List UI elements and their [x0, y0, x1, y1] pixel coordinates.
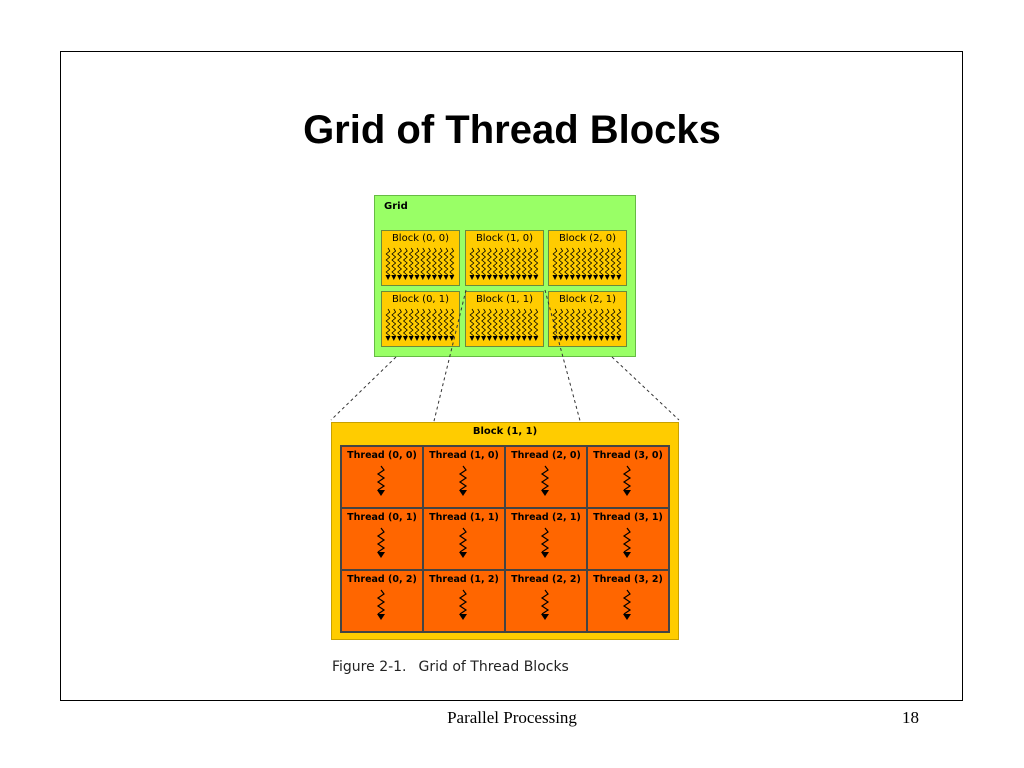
thread-glyphs-icon	[385, 247, 455, 280]
expanded-block-label: Block (1, 1)	[472, 426, 538, 437]
thread-arrow-icon	[622, 465, 632, 496]
grid-block-label: Block (1, 0)	[475, 233, 534, 244]
thread-label: Thread (1, 2)	[429, 574, 499, 585]
thread-arrow-icon	[458, 527, 468, 558]
thread-glyphs-icon	[469, 247, 539, 280]
thread-cell: Thread (0, 2)	[341, 570, 423, 632]
thread-label: Thread (2, 1)	[511, 512, 581, 523]
thread-label: Thread (3, 1)	[593, 512, 663, 523]
grid-block-2-1: Block (2, 1)	[548, 291, 627, 347]
thread-cell: Thread (1, 0)	[423, 446, 505, 508]
thread-cell: Thread (3, 1)	[587, 508, 669, 570]
grid-block-label: Block (2, 1)	[558, 294, 617, 305]
thread-label: Thread (0, 2)	[347, 574, 417, 585]
thread-cell: Thread (0, 1)	[341, 508, 423, 570]
thread-cell: Thread (1, 2)	[423, 570, 505, 632]
expanded-block: Block (1, 1) Thread (0, 0) Thread (1, 0)…	[331, 422, 679, 640]
thread-label: Thread (2, 0)	[511, 450, 581, 461]
thread-cell: Thread (2, 1)	[505, 508, 587, 570]
thread-label: Thread (3, 0)	[593, 450, 663, 461]
thread-label: Thread (0, 0)	[347, 450, 417, 461]
thread-cell: Thread (2, 2)	[505, 570, 587, 632]
thread-cell: Thread (3, 0)	[587, 446, 669, 508]
thread-label: Thread (2, 2)	[511, 574, 581, 585]
grid-container: Grid Block (0, 0) Block (1, 0) Block (2,…	[374, 195, 636, 357]
thread-label: Thread (0, 1)	[347, 512, 417, 523]
thread-arrow-icon	[540, 465, 550, 496]
figure-caption: Figure 2-1. Grid of Thread Blocks	[332, 659, 569, 675]
footer-text: Parallel Processing	[447, 708, 577, 727]
grid-block-1-1: Block (1, 1)	[465, 291, 544, 347]
thread-arrow-icon	[458, 589, 468, 620]
thread-glyphs-icon	[469, 308, 539, 341]
thread-glyphs-icon	[552, 308, 622, 341]
thread-glyphs-icon	[385, 308, 455, 341]
thread-cell: Thread (3, 2)	[587, 570, 669, 632]
thread-label: Thread (1, 1)	[429, 512, 499, 523]
thread-arrow-icon	[540, 527, 550, 558]
thread-glyphs-icon	[552, 247, 622, 280]
grid-label: Grid	[384, 201, 408, 212]
thread-arrow-icon	[376, 589, 386, 620]
figure-number: Figure 2-1.	[332, 659, 407, 675]
grid-block-label: Block (0, 0)	[391, 233, 450, 244]
figure-caption-text: Grid of Thread Blocks	[418, 659, 569, 675]
thread-label: Thread (1, 0)	[429, 450, 499, 461]
grid-block-label: Block (1, 1)	[475, 294, 534, 305]
grid-block-0-1: Block (0, 1)	[381, 291, 460, 347]
thread-arrow-icon	[458, 465, 468, 496]
grid-block-0-0: Block (0, 0)	[381, 230, 460, 286]
thread-grid: Thread (0, 0) Thread (1, 0) Thread (2, 0…	[340, 445, 670, 633]
thread-cell: Thread (0, 0)	[341, 446, 423, 508]
grid-block-2-0: Block (2, 0)	[548, 230, 627, 286]
thread-label: Thread (3, 2)	[593, 574, 663, 585]
thread-cell: Thread (2, 0)	[505, 446, 587, 508]
thread-cell: Thread (1, 1)	[423, 508, 505, 570]
thread-arrow-icon	[376, 527, 386, 558]
slide-frame	[60, 51, 963, 701]
thread-arrow-icon	[540, 589, 550, 620]
grid-block-1-0: Block (1, 0)	[465, 230, 544, 286]
grid-block-label: Block (2, 0)	[558, 233, 617, 244]
connector-line-right	[611, 356, 680, 421]
grid-block-label: Block (0, 1)	[391, 294, 450, 305]
slide-title: Grid of Thread Blocks	[303, 108, 721, 152]
thread-arrow-icon	[622, 527, 632, 558]
connector-line-left	[330, 356, 397, 421]
thread-arrow-icon	[376, 465, 386, 496]
page-number: 18	[902, 708, 919, 727]
thread-arrow-icon	[622, 589, 632, 620]
